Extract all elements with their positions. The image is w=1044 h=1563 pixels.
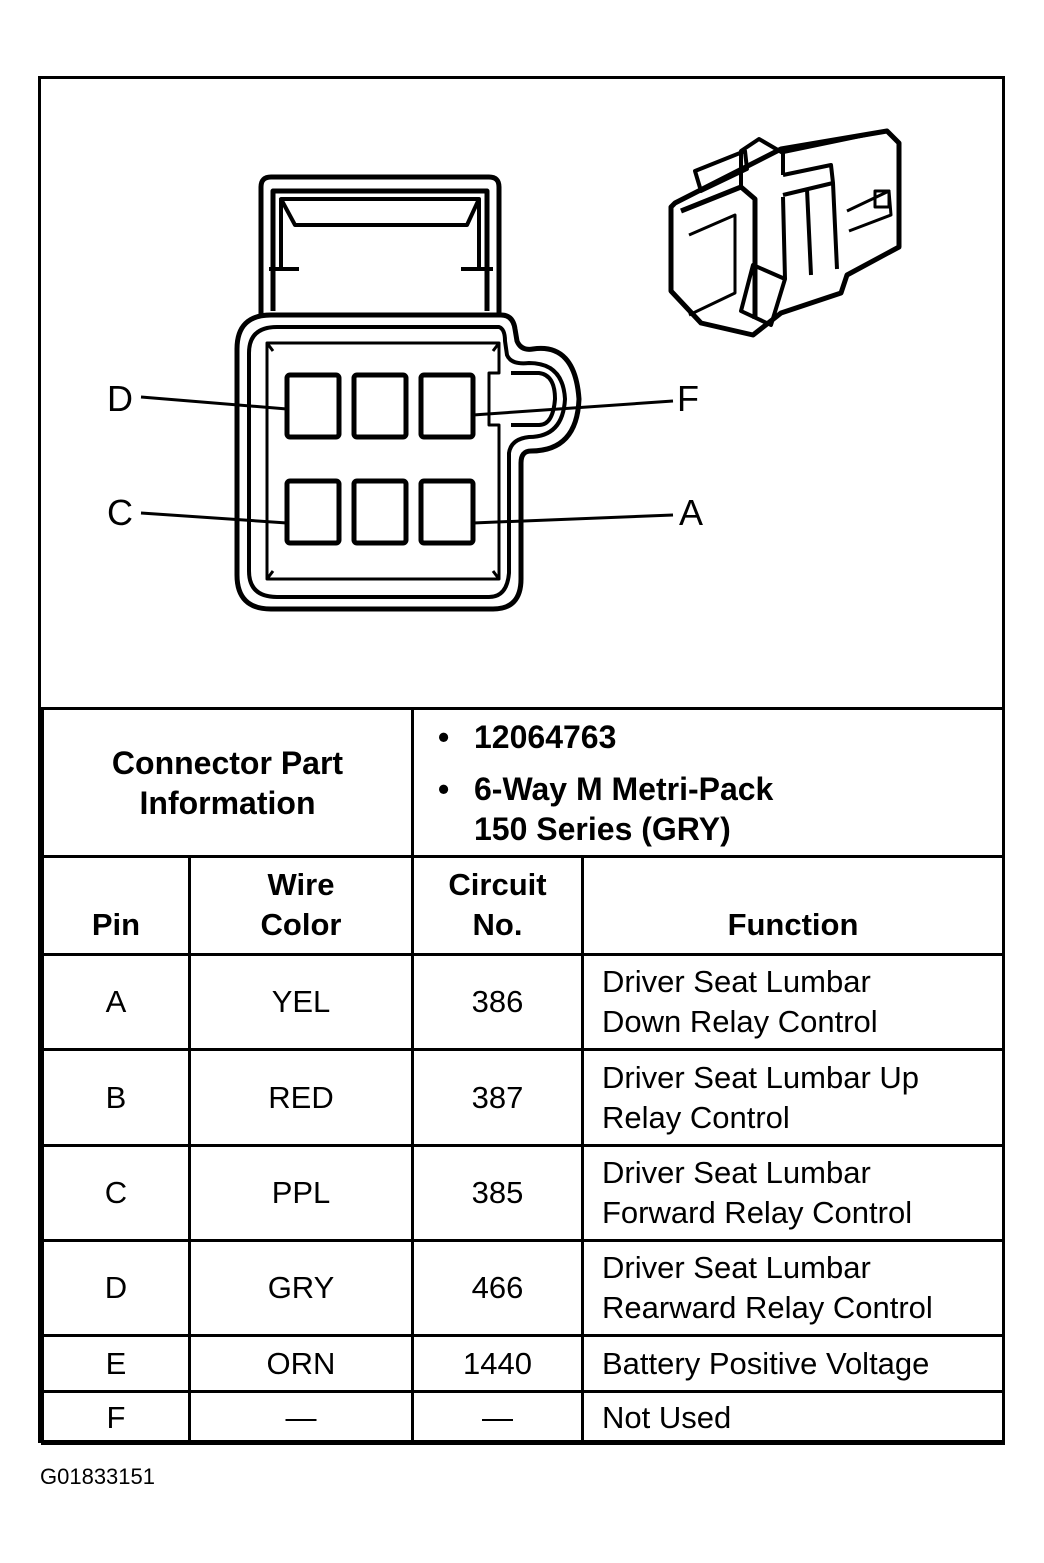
pin-cavities [284, 372, 476, 546]
cell-circuit: 385 [411, 1144, 584, 1242]
cell-pin: A [41, 953, 191, 1051]
connector-latch [258, 174, 502, 315]
cell-pin: D [41, 1239, 191, 1337]
connector-part-details: • 12064763 • 6-Way M Metri-Pack 150 Series… [411, 707, 1005, 858]
pin-label-f: F [677, 378, 699, 419]
connector-info-table: Connector Part Information • 12064763 • 6-… [41, 707, 1005, 858]
header-pin: Pin [41, 855, 191, 956]
cavity-c [284, 478, 342, 546]
figure-id: G01833151 [40, 1464, 155, 1489]
connector-info-label: Connector Part Information [41, 707, 414, 858]
pin-label-c: C [107, 492, 133, 533]
cell-pin: C [41, 1144, 191, 1242]
cell-circuit: 386 [411, 953, 584, 1051]
cell-color: RED [188, 1048, 414, 1147]
cell-circuit: 387 [411, 1048, 584, 1147]
cell-color: PPL [188, 1144, 414, 1242]
connector-drawing: D F C A [41, 79, 1002, 707]
cell-function: Not Used [581, 1390, 1005, 1445]
leader-lines [140, 395, 674, 525]
connector-face [234, 312, 582, 612]
cell-circuit: — [411, 1390, 584, 1445]
part-number: 12064763 [474, 718, 617, 755]
bullet: • [438, 718, 450, 755]
cell-circuit: 466 [411, 1239, 584, 1337]
cell-color: GRY [188, 1239, 414, 1337]
cell-pin: F [41, 1390, 191, 1445]
pin-label-d: D [107, 378, 133, 419]
part-description-line2: 150 Series (GRY) [474, 810, 731, 847]
cavity-a [418, 478, 476, 546]
table-row: E ORN 1440 Battery Positive Voltage [41, 1334, 1005, 1393]
cell-color: YEL [188, 953, 414, 1051]
cavity-d [284, 372, 342, 440]
label-line: Information [139, 784, 316, 821]
bullet: • [438, 770, 450, 807]
cell-color: ORN [188, 1334, 414, 1393]
cavity-e [351, 372, 409, 440]
cell-pin: B [41, 1048, 191, 1147]
part-description-line1: 6-Way M Metri-Pack [474, 770, 774, 807]
cell-circuit: 1440 [411, 1334, 584, 1393]
cell-color: — [188, 1390, 414, 1445]
cell-function: Battery Positive Voltage [581, 1334, 1005, 1393]
pin-label-a: A [679, 492, 703, 533]
cavity-f [418, 372, 476, 440]
table-row: F — — Not Used [41, 1390, 1005, 1445]
cell-pin: E [41, 1334, 191, 1393]
label-line: Connector Part [111, 744, 344, 781]
connector-3d-view [668, 128, 902, 338]
cavity-b [351, 478, 409, 546]
figure-frame: D F C A Connector Part Information • 1206… [38, 76, 1005, 1445]
header-function: Function [581, 855, 1005, 956]
